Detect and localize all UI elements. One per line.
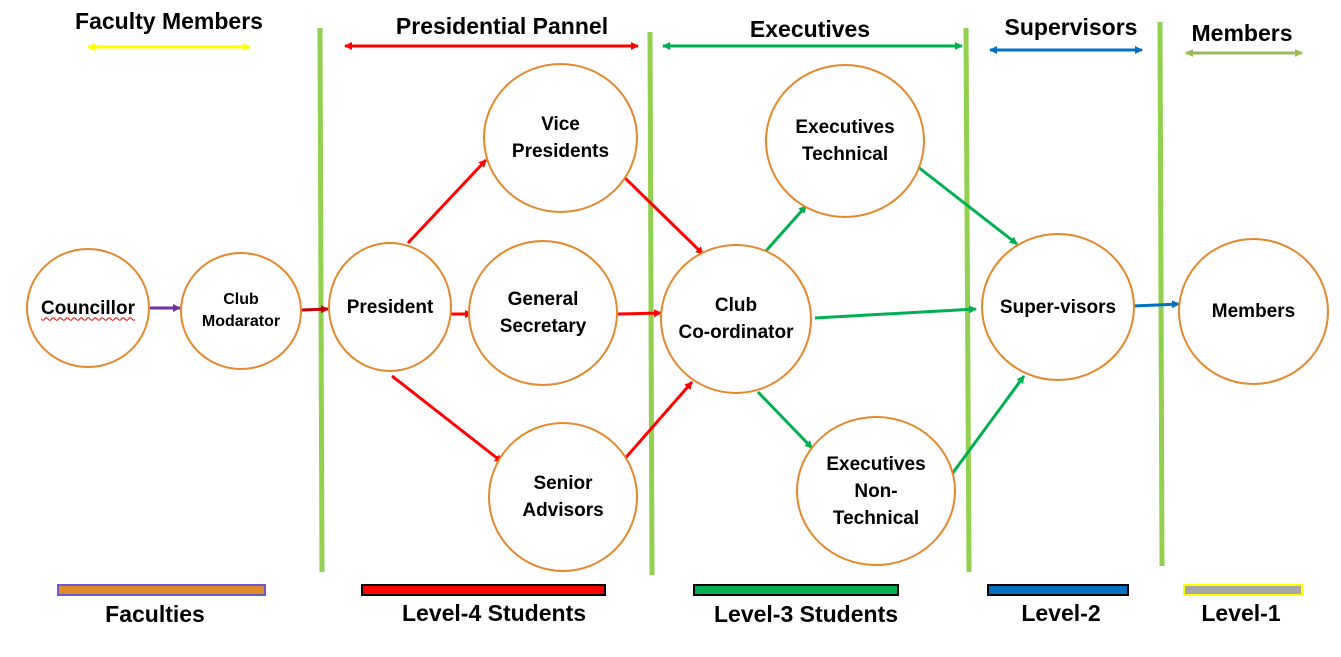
legend-swatch-level4	[361, 584, 606, 596]
header-members: Members	[1191, 20, 1293, 46]
node-executives-technical-label: Executives Technical	[795, 117, 895, 165]
divider-2	[647, 31, 655, 576]
node-club-coordinator: Club Co-ordinator	[660, 244, 812, 394]
node-vice-presidents: Vice Presidents	[483, 63, 638, 213]
arrow-supervisors-members	[1132, 300, 1180, 309]
arrow-exec-nontech-supervisors	[950, 375, 1026, 475]
legend-level4: Level-4 Students	[401, 600, 587, 626]
node-super-visors: Super-visors	[981, 233, 1135, 381]
legend-level3: Level-3 Students	[713, 601, 899, 627]
arrow-modarator-president	[301, 305, 329, 314]
arrow-coordinator-exec-nontech	[756, 390, 814, 450]
arrow-coordinator-exec-tech	[763, 205, 808, 253]
divider-4	[1157, 21, 1165, 567]
arrow-president-vice	[406, 158, 488, 245]
node-super-visors-label: Super-visors	[999, 296, 1117, 318]
arrow-coordinator-supervisors	[814, 305, 977, 320]
node-councillor-label: Councillor	[41, 297, 135, 319]
arrow-general-coordinator	[617, 309, 662, 318]
legend-level2: Level-2	[1021, 600, 1101, 626]
legend-level1: Level-1	[1201, 600, 1281, 626]
node-general-secretary: General Secretary	[468, 240, 618, 386]
header-presidential-pannel: Presidential Pannel	[395, 13, 609, 39]
node-club-coordinator-label: Club Co-ordinator	[678, 295, 794, 343]
node-executives-non-technical: Executives Non- Technical	[796, 416, 956, 566]
node-members-label: Members	[1211, 301, 1296, 322]
node-president-label: President	[346, 296, 434, 318]
legend-swatch-level2	[987, 584, 1129, 596]
arrow-vice-coordinator	[623, 176, 705, 256]
divider-3	[963, 27, 972, 573]
legend-swatch-level3	[693, 584, 899, 596]
legend-faculties: Faculties	[105, 601, 205, 627]
node-senior-advisors-label: Senior Advisors	[522, 473, 604, 521]
node-members: Members	[1178, 238, 1329, 385]
divider-1	[317, 27, 325, 573]
node-councillor: Councillor	[26, 248, 150, 368]
arrow-senior-coordinator	[620, 381, 694, 463]
node-club-modarator-label: Club Modarator	[201, 291, 281, 330]
node-president: President	[328, 242, 452, 372]
header-supervisors: Supervisors	[1004, 14, 1138, 40]
node-general-secretary-label: General Secretary	[499, 289, 587, 337]
node-vice-presidents-label: Vice Presidents	[511, 114, 610, 162]
legend-swatch-faculties	[57, 584, 266, 596]
node-executives-technical: Executives Technical	[765, 64, 925, 218]
node-executives-non-technical-label: Executives Non- Technical	[826, 453, 926, 529]
node-senior-advisors: Senior Advisors	[488, 422, 638, 572]
header-executives: Executives	[749, 16, 871, 42]
arrow-exec-tech-supervisors	[917, 165, 1018, 246]
legend-swatch-level1	[1183, 584, 1303, 596]
node-club-modarator: Club Modarator	[180, 252, 302, 370]
arrow-president-senior	[391, 374, 503, 464]
header-faculty-members: Faculty Members	[75, 8, 263, 34]
